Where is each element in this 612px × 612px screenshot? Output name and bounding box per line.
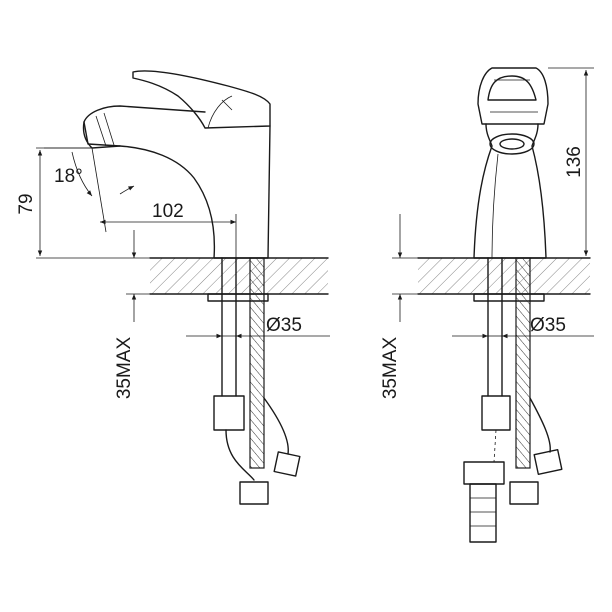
countertop-left xyxy=(150,258,328,294)
hose-nut-left-c xyxy=(273,451,301,477)
lever-handle-left xyxy=(132,70,271,129)
side-view: 79 18° 102 Ø35 35MAX xyxy=(16,70,330,505)
dimension-35max-left: 35MAX xyxy=(114,337,135,400)
hose-nut-left-a xyxy=(213,395,245,431)
dimension-18-deg: 18° xyxy=(54,166,83,187)
hose-nut-right-c xyxy=(509,481,539,505)
drain-connector xyxy=(463,461,505,485)
mounting-washer-left xyxy=(207,293,269,302)
countertop-right xyxy=(418,258,590,294)
dimension-35max-right: 35MAX xyxy=(380,337,401,400)
braided-hose-left xyxy=(249,257,265,469)
drain-pipe xyxy=(469,483,497,543)
dimension-79: 79 xyxy=(16,193,37,214)
dimension-diameter-left: Ø35 xyxy=(266,315,302,336)
dimension-136: 136 xyxy=(564,146,585,178)
lever-handle-right xyxy=(477,67,549,125)
dimension-diameter-right: Ø35 xyxy=(530,315,566,336)
hose-nut-right-b xyxy=(533,449,563,475)
faucet-body-left xyxy=(83,105,271,259)
faucet-body-right xyxy=(473,123,547,259)
hose-nut-left-b xyxy=(239,481,269,505)
braided-hose-right xyxy=(515,257,531,469)
mounting-washer-right xyxy=(473,293,545,302)
front-view: 136 Ø35 35MAX xyxy=(380,67,594,543)
dimension-102: 102 xyxy=(152,201,184,222)
aerator-right xyxy=(489,133,535,155)
hose-nut-right-a xyxy=(481,395,511,431)
